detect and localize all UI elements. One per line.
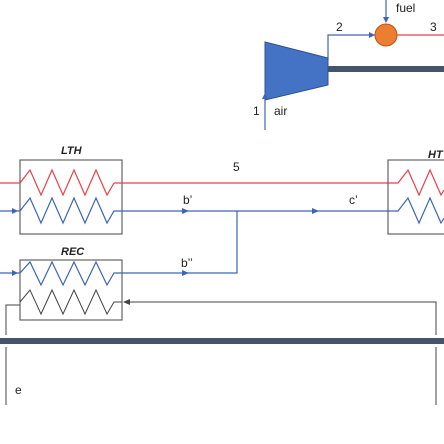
hth-heat-exchanger bbox=[387, 159, 444, 235]
hth-label: HT bbox=[428, 149, 444, 161]
hth-cold-coil-icon bbox=[388, 196, 444, 225]
lth-inlet-arrow-icon bbox=[12, 208, 18, 214]
lth-heat-exchanger bbox=[19, 159, 123, 235]
air-label: air bbox=[274, 104, 287, 118]
stream-2-label: 2 bbox=[336, 20, 343, 34]
lth-label: LTH bbox=[61, 145, 83, 157]
b-prime-label: b’ bbox=[183, 193, 192, 207]
stream-1-label: 1 bbox=[253, 104, 260, 118]
c-prime-label: c’ bbox=[349, 193, 358, 207]
stream-2-arrow-icon bbox=[369, 32, 375, 38]
rec-heat-exchanger bbox=[19, 259, 123, 321]
combustor-icon bbox=[374, 23, 398, 47]
rec-label: REC bbox=[61, 246, 85, 258]
b-prime-arrow-icon bbox=[182, 208, 189, 214]
stream-1-arrow-icon bbox=[262, 93, 268, 99]
stream-5-label: 5 bbox=[233, 160, 240, 174]
rec-hot-coil-icon bbox=[19, 288, 122, 316]
fuel-arrow-icon bbox=[383, 17, 389, 23]
compressor-icon bbox=[264, 41, 329, 101]
bottom-shaft bbox=[0, 338, 444, 344]
fuel-label: fuel bbox=[396, 1, 415, 15]
rec-return-line bbox=[124, 301, 437, 335]
lth-cold-coil-icon bbox=[0, 196, 122, 225]
stream-2-line bbox=[327, 34, 375, 60]
turbine-shaft bbox=[328, 66, 444, 72]
rec-outlet-line bbox=[5, 304, 20, 335]
lth-hot-coil-icon bbox=[0, 168, 115, 197]
e-label: e bbox=[15, 383, 22, 397]
b-double-prime-label: b’’ bbox=[181, 256, 193, 270]
rec-inlet-arrow-icon bbox=[12, 270, 18, 276]
rec-return-arrow-icon bbox=[123, 299, 130, 305]
stream-3-label: 3 bbox=[430, 20, 437, 34]
hth-hot-coil-icon bbox=[388, 168, 444, 197]
rec-cold-coil-icon bbox=[0, 211, 238, 287]
c-prime-arrow-icon bbox=[312, 208, 319, 214]
b-double-prime-arrow-icon bbox=[182, 270, 189, 276]
